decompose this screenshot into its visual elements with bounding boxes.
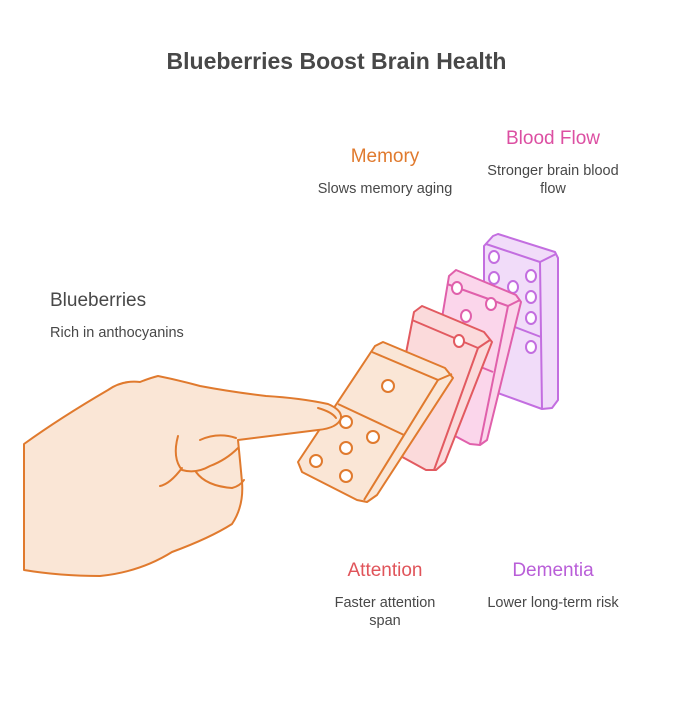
dementia-desc: Lower long-term risk: [487, 595, 619, 611]
blueberries-desc: Rich in anthocyanins: [50, 325, 184, 341]
dementia-label: Dementia: [512, 560, 594, 581]
blood-flow-desc: Stronger brain blood flow: [487, 163, 619, 197]
attention-desc: Faster attention span: [334, 595, 436, 629]
page-title: Blueberries Boost Brain Health: [166, 48, 507, 74]
attention-label: Attention: [347, 560, 423, 581]
blood-flow-label: Blood Flow: [506, 128, 600, 149]
hand-pointing: [23, 375, 343, 577]
memory-label: Memory: [350, 146, 420, 167]
memory-desc: Slows memory aging: [317, 181, 453, 197]
blueberries-label: Blueberries: [50, 290, 147, 311]
domino-orange: [297, 341, 454, 503]
